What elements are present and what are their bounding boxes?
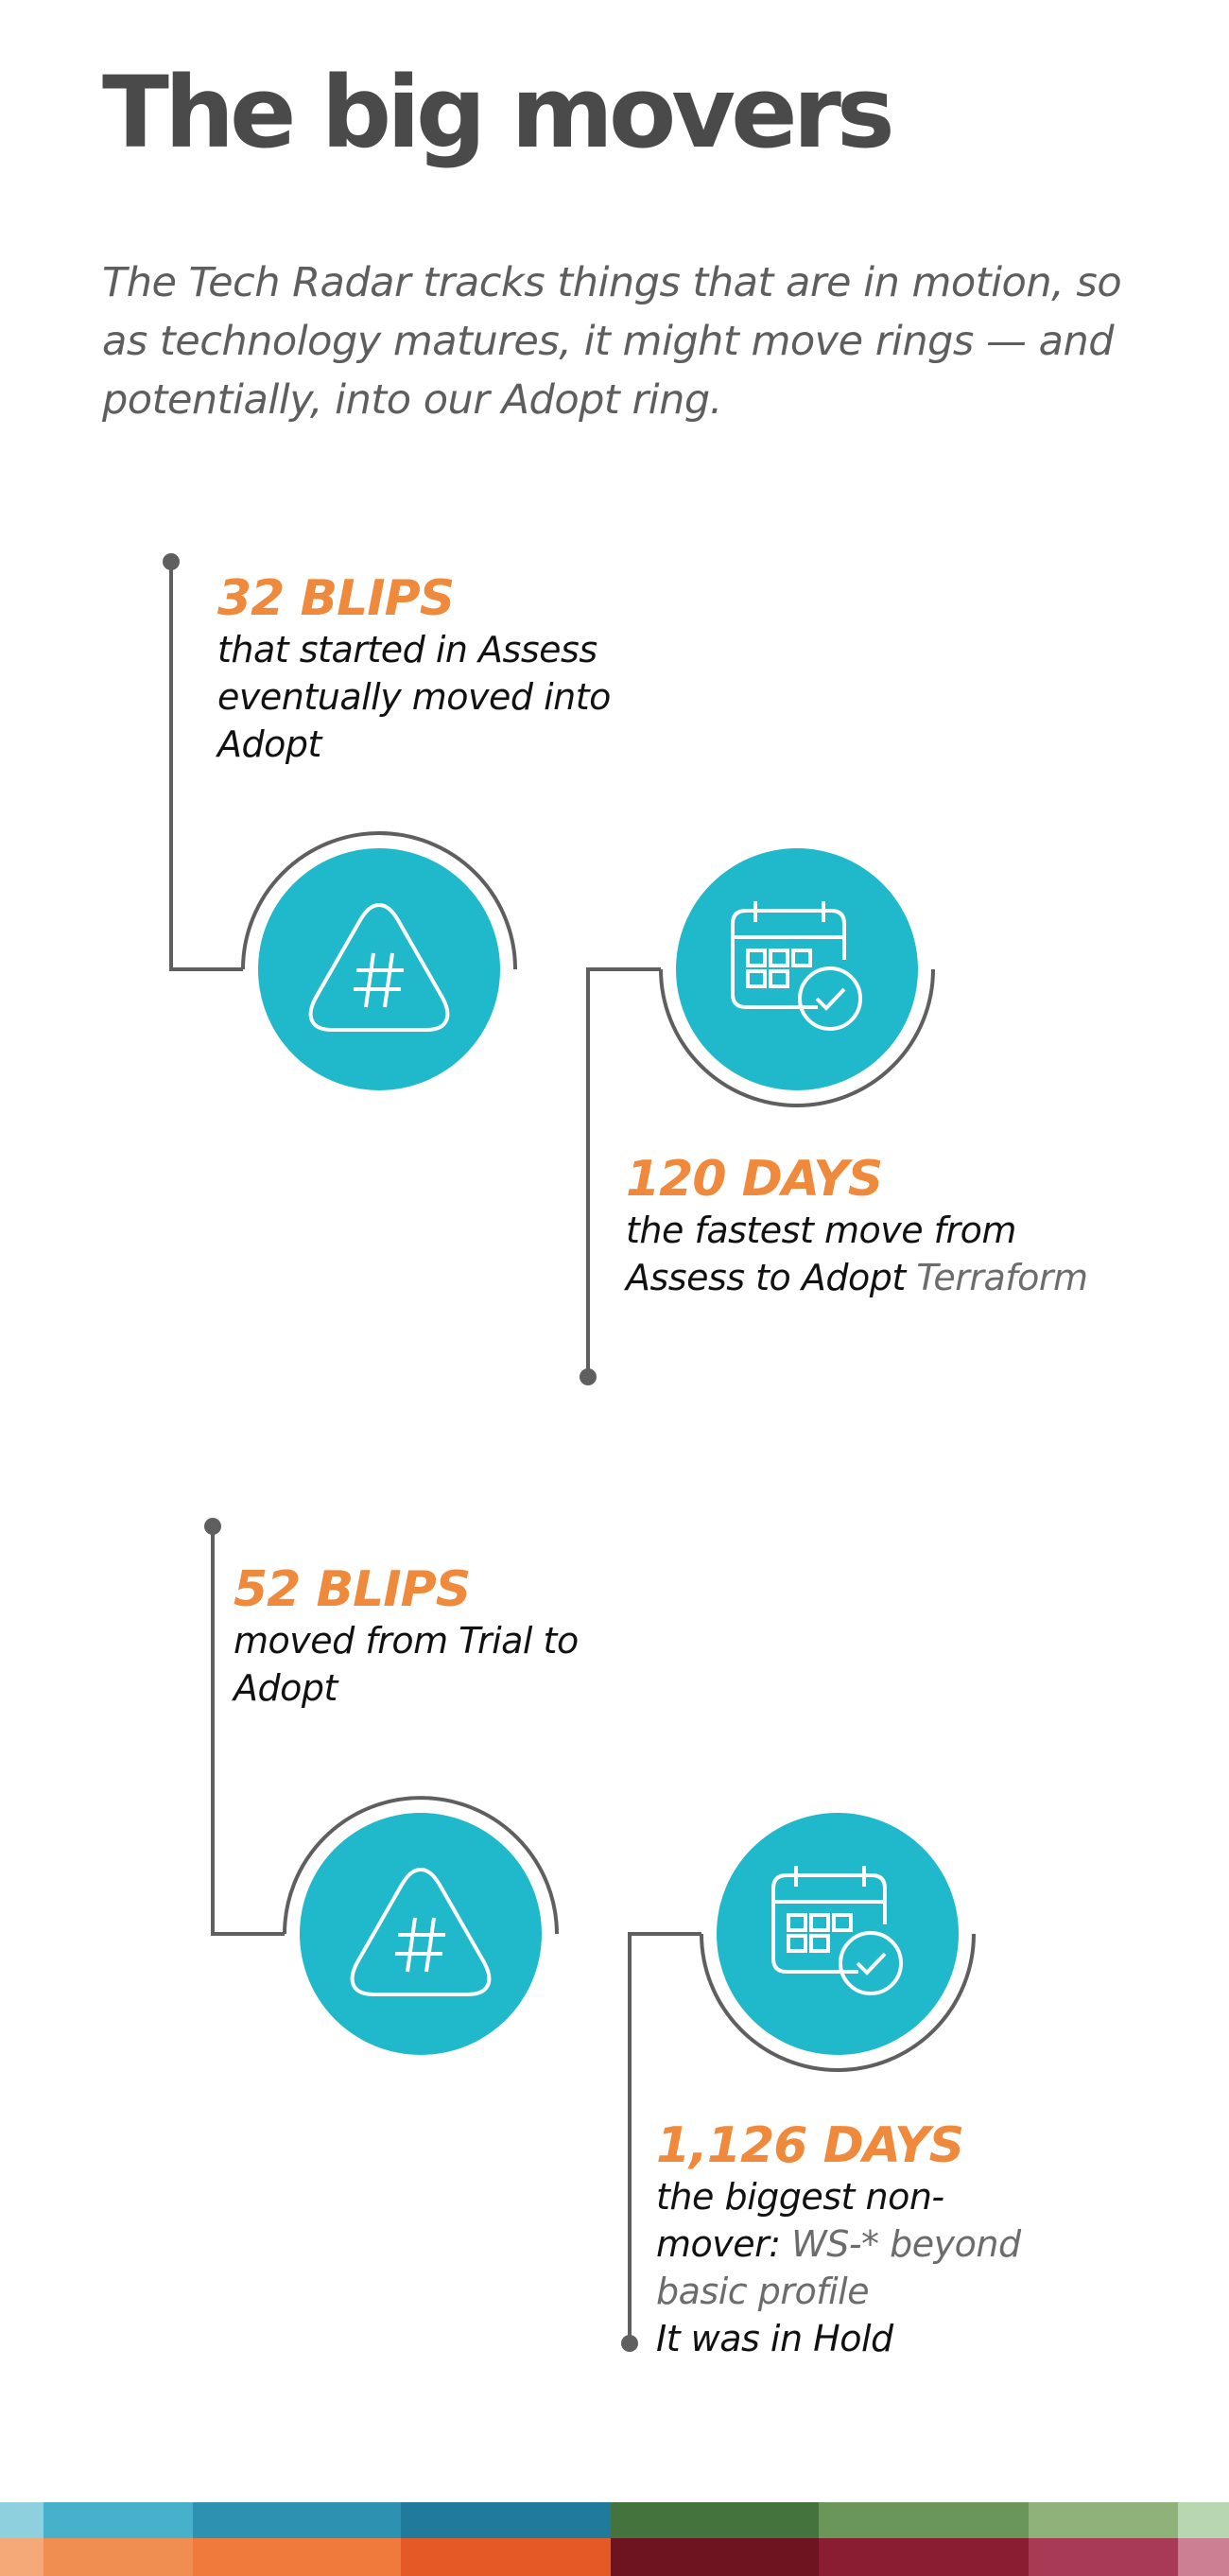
arc-2 [659,968,935,1107]
connector-dot-3 [204,1518,221,1535]
footer-stripe-bottom-segment [1178,2538,1229,2576]
stat-4-highlight: WS-* beyond basic profile [656,2223,1021,2312]
intro-text: The Tech Radar tracks things that are in… [102,259,1122,424]
footer-stripe-bottom-segment [0,2538,43,2576]
stat-4-icon-circle [717,1813,959,2055]
stat-3-icon-circle [300,1813,542,2055]
footer-stripe-top-segment [193,2502,401,2538]
stat-2-description: the fastest move from Assess to Adopt [626,1210,1016,1298]
footer-stripe-top-segment [1178,2502,1229,2538]
stat-4-description-block: the biggest non-mover: WS-* beyond basic… [656,2173,1063,2362]
page-title: The big movers [102,55,895,170]
stat-2-description-block: the fastest move from Assess to Adopt Te… [626,1207,1117,1301]
stat-1-description: that started in Assess eventually moved … [217,629,611,765]
footer-stripe-bottom-segment [1029,2538,1178,2576]
footer-stripe-bottom [0,2538,1229,2576]
footer-stripe-bottom-segment [401,2538,611,2576]
footer-stripe-top-segment [43,2502,193,2538]
stat-1: 32 BLIPS that started in Assess eventual… [217,571,614,768]
connector-dot-1 [163,553,180,570]
footer-stripe-top-segment [1029,2502,1178,2538]
arc-4 [700,1933,976,2072]
arc-3 [283,1796,559,1935]
stat-3-value: 52 BLIPS [234,1561,471,1618]
connector-line-2 [586,967,661,1377]
stat-2: 120 DAYS the fastest move from Assess to… [626,1152,1117,1301]
stat-2-highlight: Terraform [916,1257,1088,1298]
stat-3: 52 BLIPS moved from Trial to Adopt [234,1562,583,1712]
footer-stripe-bottom-segment [819,2538,1029,2576]
connector-dot-2 [580,1368,597,1385]
stat-4-description: the biggest non-mover: [656,2176,944,2265]
arc-1 [241,831,517,970]
calendar-check-icon [731,901,862,1031]
stat-1-value: 32 BLIPS [217,570,455,627]
connector-line-1 [169,562,243,971]
stat-2-value: 120 DAYS [626,1151,883,1208]
footer-stripe-bottom-segment [43,2538,193,2576]
footer-stripe-top-segment [819,2502,1029,2538]
stat-4-description-extra: It was in Hold [656,2318,893,2359]
stat-3-description: moved from Trial to Adopt [234,1620,579,1709]
footer-stripe-top-segment [611,2502,819,2538]
connector-dot-4 [621,2335,638,2352]
calendar-check-icon [771,1866,903,1995]
footer-stripe-top-segment [401,2502,611,2538]
stat-1-icon-circle [258,848,500,1090]
stat-4-value: 1,126 DAYS [656,2117,964,2174]
footer-stripe-bottom-segment [611,2538,819,2576]
hashtag-triangle-icon [350,1867,492,1996]
footer-stripe-top-segment [0,2502,43,2538]
footer-stripe-top [0,2502,1229,2538]
stat-2-icon-circle [676,848,918,1090]
connector-line-4 [628,1932,701,2343]
connector-line-3 [211,1526,285,1936]
footer-stripe-bottom-segment [193,2538,401,2576]
hashtag-triangle-icon [308,902,450,1032]
stat-4: 1,126 DAYS the biggest non-mover: WS-* b… [656,2118,1063,2362]
